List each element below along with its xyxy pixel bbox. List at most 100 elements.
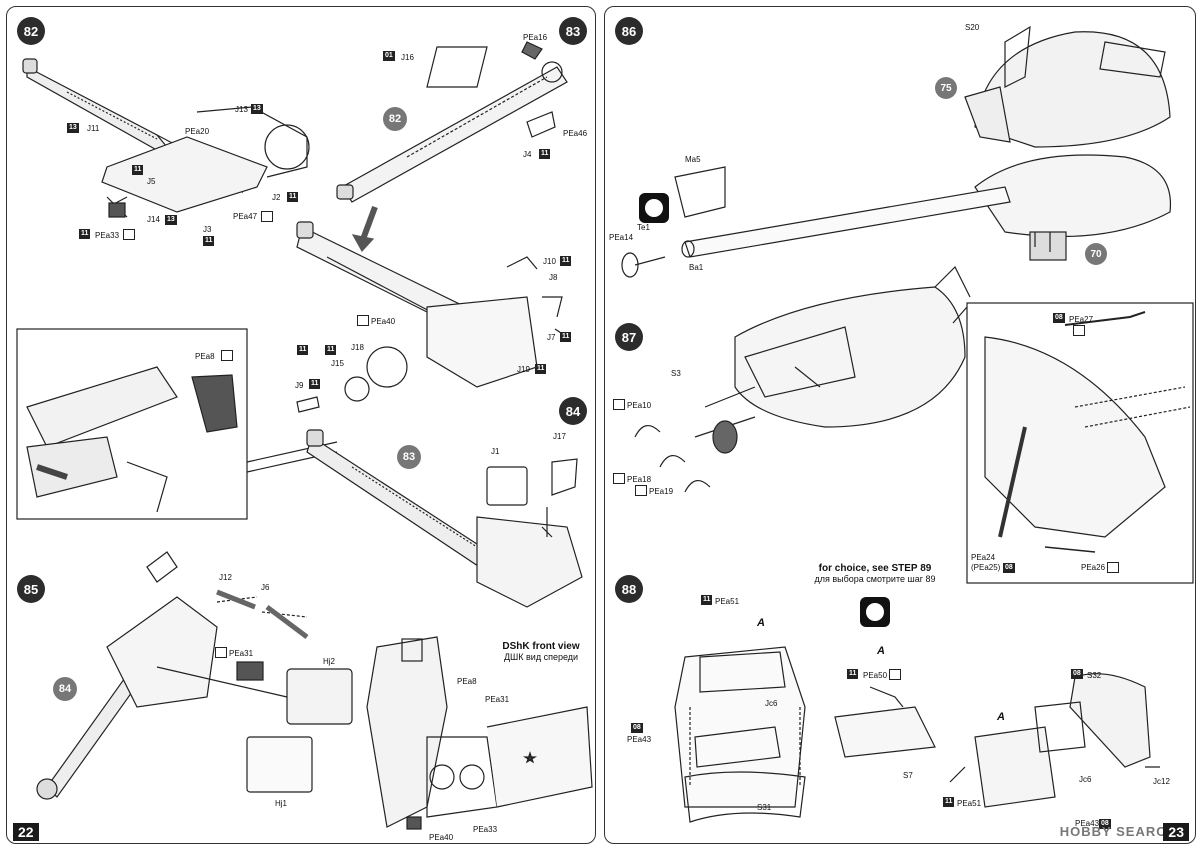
part-label: J14 — [147, 215, 160, 224]
part-label: PEa43 — [627, 735, 652, 744]
page-number-right: 23 — [1163, 823, 1189, 841]
step-82-badge: 82 — [17, 17, 45, 45]
photo-etch-icon — [1107, 562, 1119, 573]
part-label: S20 — [965, 23, 980, 32]
watermark: HOBBY SEARCH — [1059, 824, 1177, 839]
part-label: PEa33 — [95, 231, 120, 240]
part-label: PEa31 — [229, 649, 254, 658]
sprue-code: 08 — [1071, 669, 1083, 679]
photo-etch-icon — [635, 485, 647, 496]
choice-icon — [860, 597, 890, 627]
part-label: J2 — [272, 193, 281, 202]
part-label: J13 — [235, 105, 248, 114]
choice-note: for choice, see STEP 89 для выбора смотр… — [805, 563, 945, 585]
part-label: S7 — [903, 771, 913, 780]
part-label: PEa16 — [523, 33, 548, 42]
part-label: PEa46 — [563, 129, 588, 138]
left-page-drawings — [16, 41, 593, 830]
part-label: J10 — [543, 257, 556, 266]
part-label: J3 — [203, 225, 212, 234]
part-label: Hj2 — [323, 657, 336, 666]
part-label: PEa50 — [863, 671, 888, 680]
note-ru: для выбора смотрите шаг 89 — [814, 574, 936, 584]
ref-75-badge: 75 — [935, 77, 957, 99]
photo-etch-icon — [261, 211, 273, 222]
part-label: PEa51 — [715, 597, 740, 606]
photo-etch-icon — [613, 473, 625, 484]
part-label: PEa8 — [457, 677, 477, 686]
part-label: PEa33 — [473, 825, 498, 834]
photo-etch-icon — [357, 315, 369, 326]
sprue-code: 08 — [1053, 313, 1065, 323]
sprue-code: 11 — [297, 345, 309, 355]
part-label: S3 — [671, 369, 681, 378]
part-label: PEa31 — [485, 695, 510, 704]
part-label: PEa18 — [627, 475, 652, 484]
part-label: S32 — [1087, 671, 1102, 680]
variant-label: A — [997, 711, 1005, 723]
sprue-code: 11 — [539, 149, 551, 159]
choice-icon — [639, 193, 669, 223]
page-number-left: 22 — [13, 823, 39, 841]
step-86-badge: 86 — [615, 17, 643, 45]
sprue-code: 08 — [631, 723, 643, 733]
sprue-code: 11 — [560, 256, 572, 266]
part-label: J4 — [523, 150, 532, 159]
sprue-code: 11 — [79, 229, 91, 239]
part-label: J6 — [261, 583, 270, 592]
step-83-badge: 83 — [559, 17, 587, 45]
sprue-code: 11 — [847, 669, 859, 679]
photo-etch-icon — [889, 669, 901, 680]
part-label: Hj1 — [275, 799, 288, 808]
right-page-drawings — [621, 25, 1194, 823]
part-label: PEa8 — [195, 352, 215, 361]
part-label: Ba1 — [689, 263, 704, 272]
instruction-page-left: 82 83 84 85 82 83 84 13 J11 J13 13 PEa20… — [6, 6, 596, 844]
part-label: PEa14 — [609, 233, 634, 242]
ref-83-badge: 83 — [397, 445, 421, 469]
sprue-code: 11 — [309, 379, 321, 389]
ref-82-badge: 82 — [383, 107, 407, 131]
sprue-code: 13 — [165, 215, 177, 225]
sprue-code: 01 — [383, 51, 395, 61]
photo-etch-icon — [1073, 325, 1085, 336]
part-label: Ma5 — [685, 155, 701, 164]
sprue-code: 08 — [1003, 563, 1015, 573]
photo-etch-icon — [123, 229, 135, 240]
sprue-code: 13 — [251, 104, 263, 114]
part-label: J19 — [517, 365, 530, 374]
part-label: PEa19 — [649, 487, 674, 496]
step-88-badge: 88 — [615, 575, 643, 603]
part-label: PEa27 — [1069, 315, 1094, 324]
part-label: J16 — [401, 53, 414, 62]
sprue-code: 11 — [560, 332, 572, 342]
step-87-badge: 87 — [615, 323, 643, 351]
part-label: J7 — [547, 333, 556, 342]
part-label: J17 — [553, 432, 566, 441]
part-label: PEa20 — [185, 127, 210, 136]
part-label: S31 — [757, 803, 772, 812]
part-label: PEa51 — [957, 799, 982, 808]
sprue-code: 11 — [287, 192, 299, 202]
part-label: PEa10 — [627, 401, 652, 410]
sprue-code: 11 — [132, 165, 144, 175]
part-label: J12 — [219, 573, 232, 582]
part-label: J1 — [491, 447, 500, 456]
sprue-code: 11 — [325, 345, 337, 355]
note-en: for choice, see STEP 89 — [818, 563, 932, 574]
sprue-code: 08 — [1099, 819, 1111, 829]
variant-label: A — [877, 645, 885, 657]
part-label: PEa47 — [233, 212, 258, 221]
variant-label: A — [757, 617, 765, 629]
part-label: J5 — [147, 177, 156, 186]
part-label: J8 — [549, 273, 558, 282]
part-label: PEa26 — [1081, 563, 1106, 572]
dshk-front-view-note: DShK front view ДШК вид спереди — [501, 641, 581, 663]
step-84-badge: 84 — [559, 397, 587, 425]
part-label: (PEa25) — [971, 563, 1001, 572]
ref-84-badge: 84 — [53, 677, 77, 701]
photo-etch-icon — [215, 647, 227, 658]
note-en: DShK front view — [502, 641, 580, 652]
part-label: J18 — [351, 343, 364, 352]
note-ru: ДШК вид спереди — [503, 652, 579, 662]
